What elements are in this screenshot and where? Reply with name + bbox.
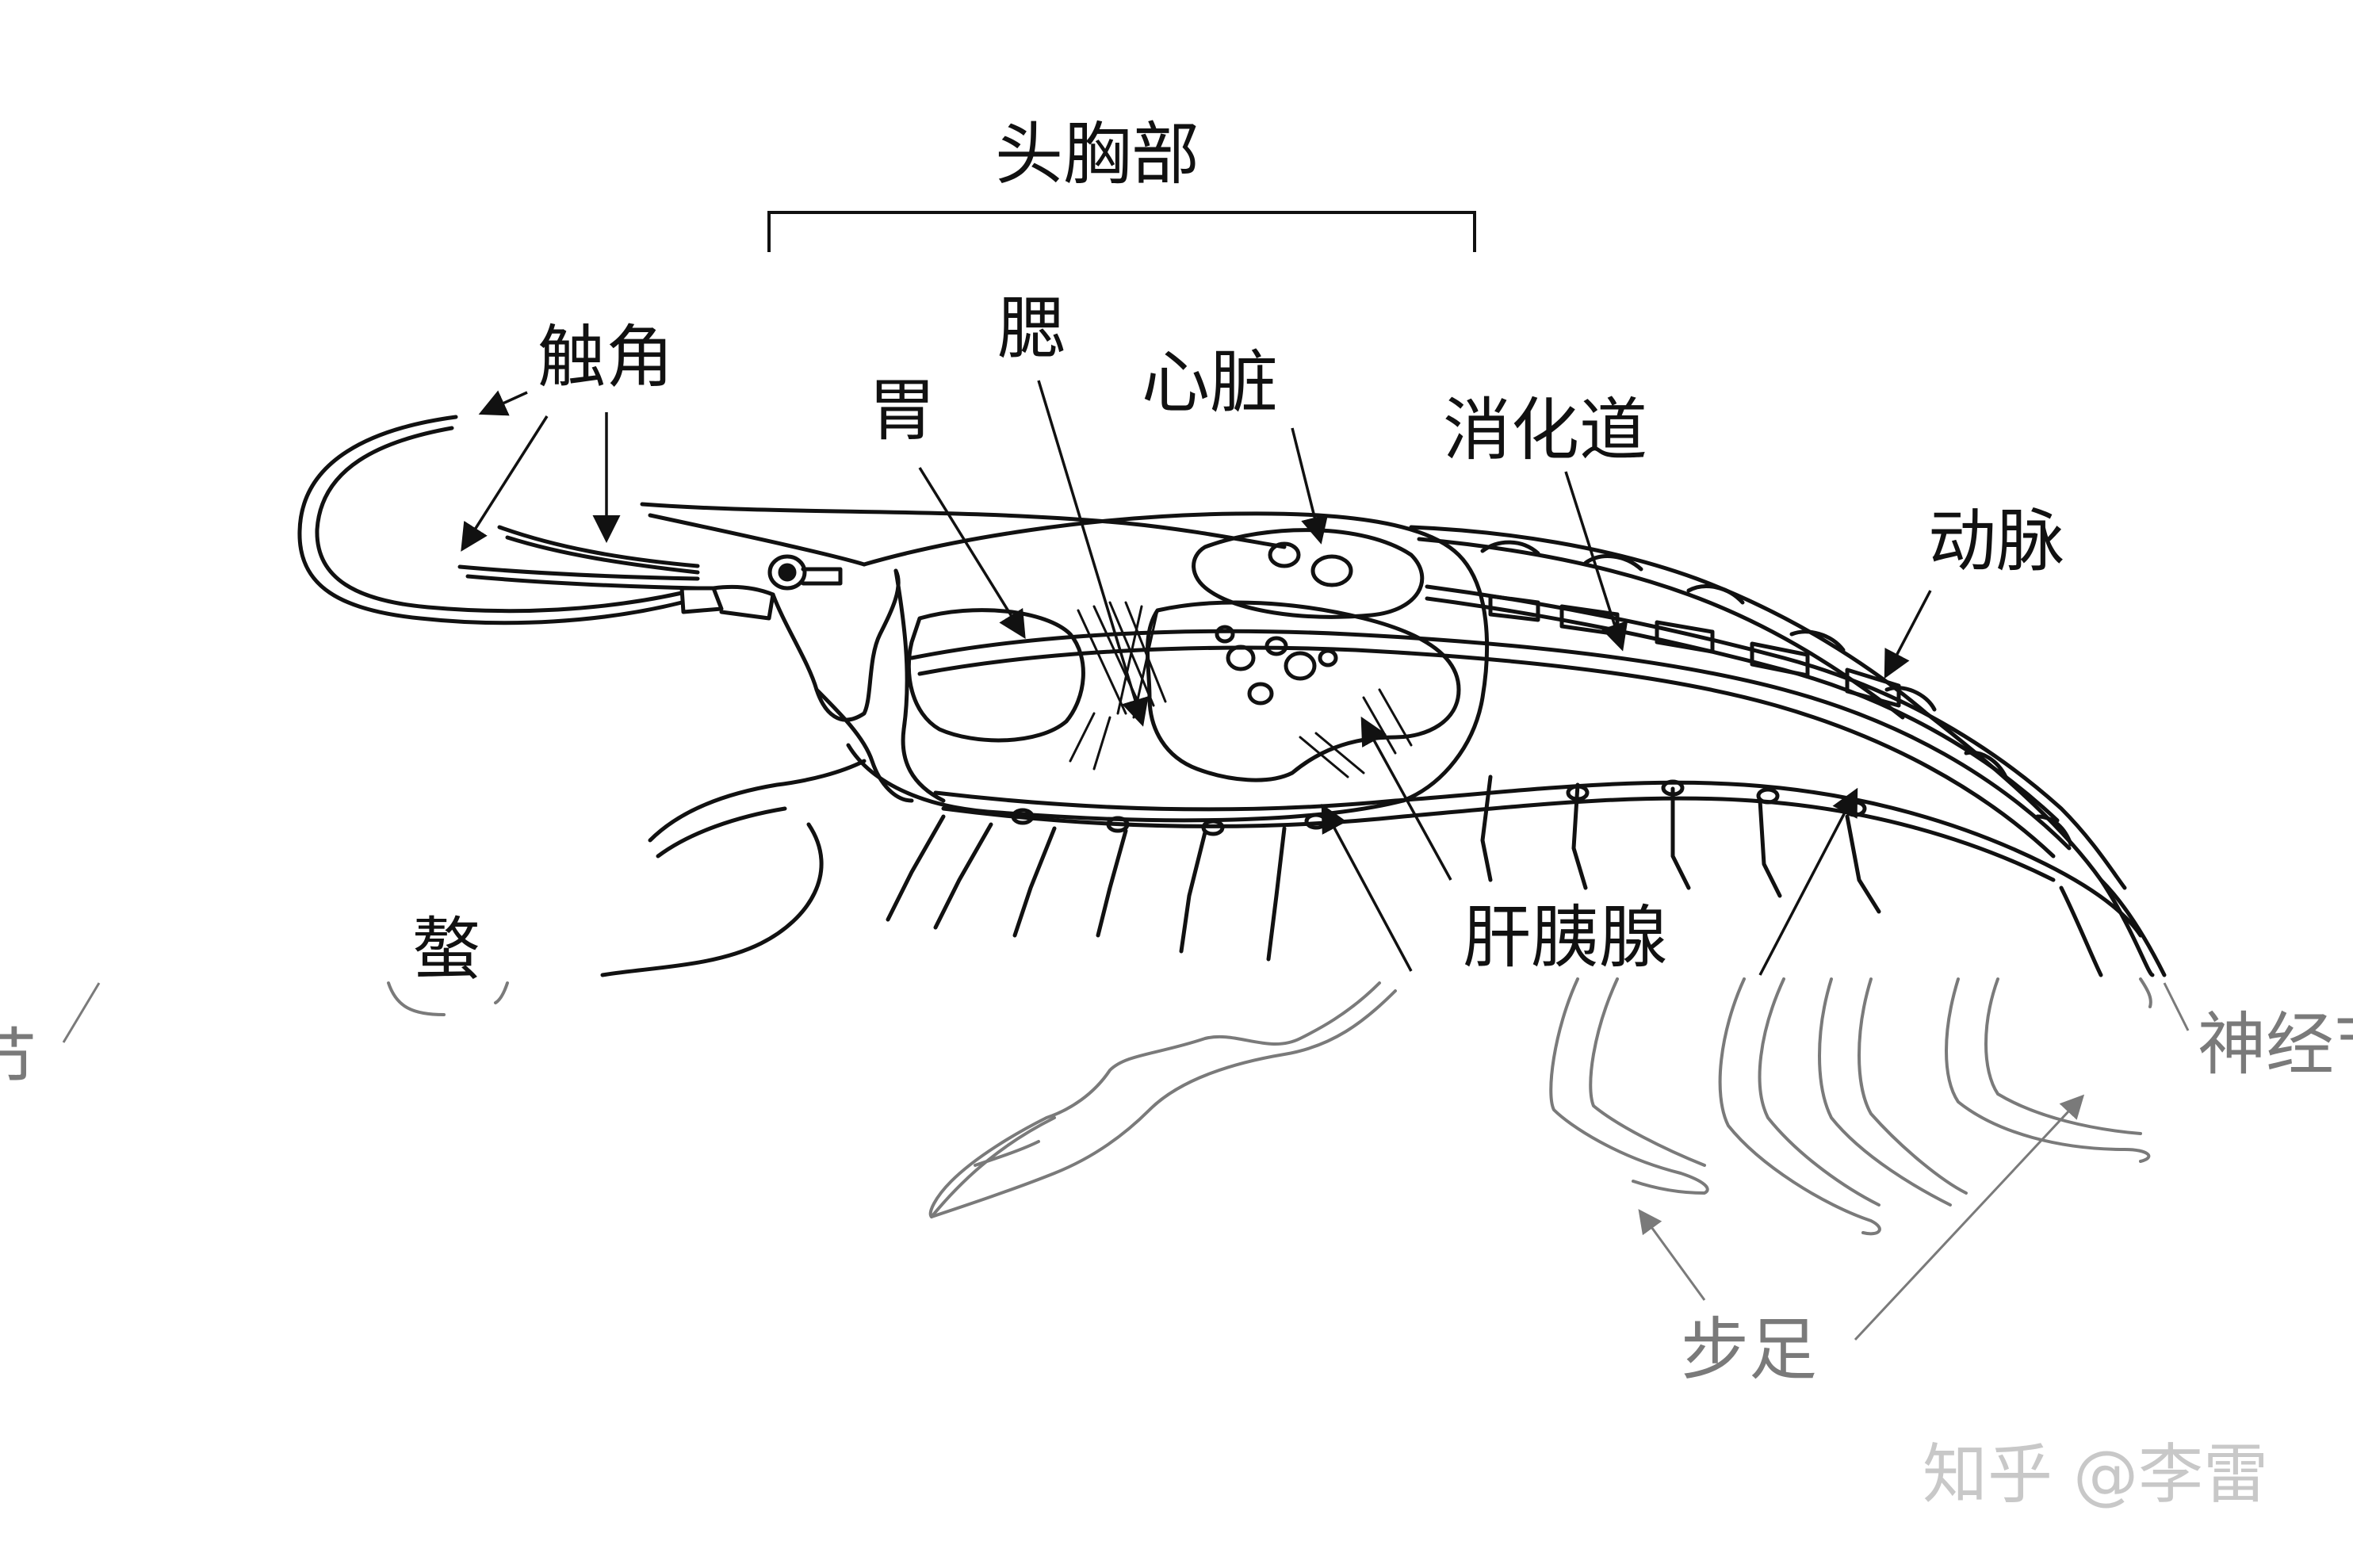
shrimp-body-upper (297, 415, 2167, 977)
walking-legs-arrow (1638, 1209, 1706, 1301)
label-walking-legs: 步足 (1681, 1310, 1817, 1390)
label-heart: 心脏 (1142, 343, 1278, 423)
stomach-arrow (918, 467, 1026, 639)
walking-leg (1945, 977, 2151, 1163)
watermark: 知乎 @李雷 (1923, 1437, 2269, 1513)
label-hepatopancreas: 肝胰腺 (1463, 898, 1667, 977)
walking-leg (1818, 977, 1952, 1207)
label-digestive-tract: 消化道 (1443, 391, 1647, 470)
gill-lines (1069, 601, 1413, 778)
antenna-arrow (478, 390, 528, 416)
antenna-arrow (461, 415, 549, 552)
carapace (846, 511, 1490, 823)
walking-leg (1718, 977, 1881, 1236)
label-artery: 动脉 (1928, 502, 2064, 581)
walking-leg (1549, 977, 1709, 1195)
rostrum (640, 502, 1287, 549)
heart-arrow (1291, 427, 1329, 545)
label-gill: 腮 (997, 289, 1066, 369)
label-cephalothorax: 头胸部 (995, 115, 1199, 194)
artery-line (1425, 584, 2127, 890)
digestive-arrow (1564, 471, 1628, 652)
gill-arrow (1037, 380, 1149, 727)
label-antenna: 触角 (538, 318, 674, 397)
long-antenna (297, 415, 684, 625)
hepatopancreas-line (1360, 716, 1452, 881)
leader-lines (461, 380, 1932, 976)
cephalothorax-bracket (767, 211, 1476, 252)
artery-arrow (1884, 590, 1932, 679)
eye (767, 554, 807, 591)
claw (928, 981, 1381, 1218)
stomach (906, 608, 1085, 743)
walking-legs-arrow (1854, 1094, 2085, 1341)
digestive-tract (909, 629, 2072, 851)
label-chela: 螯 (412, 910, 480, 989)
label-stomach: 胃 (868, 371, 936, 450)
label-segment-partial: 节 (0, 1021, 36, 1100)
label-nerve-partial: 神经节 (2198, 1005, 2353, 1084)
shrimp-body-lower (387, 977, 2152, 1236)
short-antenna (497, 525, 700, 568)
hepatopancreas (1146, 600, 1461, 782)
leader-lines-faded (62, 982, 2190, 1341)
